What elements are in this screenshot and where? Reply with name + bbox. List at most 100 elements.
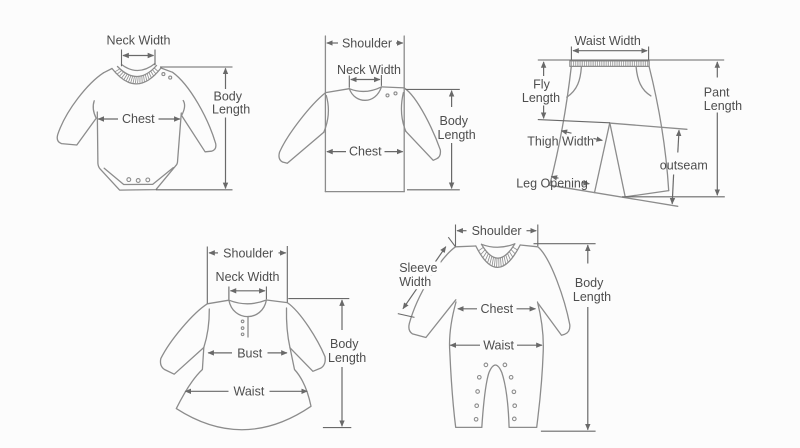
dress-buttons: [240, 319, 245, 337]
romper-sleeve-width-label-backdrop2: [397, 275, 435, 290]
dress-waist-label: Waist: [234, 385, 265, 399]
bodysuit-shoulder-buttons: [161, 72, 173, 80]
sweater-right-sleeve: [403, 87, 442, 161]
shorts-waistband: [569, 60, 650, 68]
romper-right-sleeve: [537, 246, 571, 336]
shorts-outseam-dimension: outseam: [660, 129, 708, 205]
romper-waist-label: Waist: [483, 339, 514, 353]
bodysuit-chest-label: Chest: [122, 112, 155, 126]
bodysuit-outline: [56, 62, 217, 191]
dress-waist-dimension: Waist: [184, 385, 308, 399]
dress-outline: [159, 299, 326, 431]
bodysuit-leg-binding: [103, 166, 174, 186]
romper-chest-label: Chest: [480, 302, 513, 316]
sweater-left-armhole: [323, 94, 330, 133]
bodysuit-left-shoulder: [102, 67, 113, 74]
dress-right-armhole: [285, 307, 291, 349]
bodysuit-neck-width-label: Neck Width: [107, 34, 171, 48]
romper-collar-ribbing: [478, 246, 518, 268]
romper-sleeve-width-label-backdrop: [397, 261, 441, 276]
romper-snaps: [473, 362, 518, 422]
sweater-figure: Shoulder Neck Width Chest Body Length: [278, 35, 476, 193]
bodysuit-right-armhole: [180, 99, 186, 117]
sweater-right-armhole: [400, 91, 407, 132]
dress-body-length-label-line1: Body: [330, 337, 359, 351]
romper-sleeve-width-label-line1: Sleeve: [399, 261, 437, 275]
dress-figure: Shoulder Neck Width Bust Waist Body Leng…: [159, 246, 366, 431]
dress-body-length-label-line2: Length: [328, 351, 366, 365]
bodysuit-left-sleeve: [56, 72, 105, 146]
dress-body-length-dimension: Body Length: [288, 298, 366, 429]
romper-collar-inner: [480, 243, 516, 259]
shorts-crotch-line: [537, 119, 610, 124]
sweater-neck-width-dimension: Neck Width: [337, 63, 401, 88]
bodysuit-right-sleeve: [171, 71, 217, 153]
romper-body: [448, 301, 544, 429]
bodysuit-body: [96, 111, 182, 191]
shorts-right-outseam: [648, 65, 670, 192]
shorts-left-outseam: [549, 65, 572, 186]
bodysuit-collar-inner: [116, 64, 158, 78]
bodysuit-collar-outer: [111, 67, 162, 85]
sweater-chest-dimension: Chest: [326, 144, 404, 158]
shorts-back-leg-line: [610, 122, 688, 130]
dress-shoulder-dimension: Shoulder: [206, 246, 288, 304]
romper-collar-outer: [475, 244, 521, 268]
shorts-right-pocket: [635, 66, 652, 97]
shorts-hem-line: [549, 184, 679, 207]
bodysuit-back-neck: [120, 62, 156, 72]
romper-outline: [408, 243, 571, 429]
dress-bust-label: Bust: [237, 346, 263, 360]
dress-body: [175, 346, 312, 431]
bodysuit-figure: Neck Width Chest Body Length: [56, 34, 250, 191]
dress-back-neck: [228, 299, 268, 305]
dress-right-sleeve: [286, 301, 326, 372]
dress-shoulders: [206, 299, 288, 305]
sweater-left-sleeve: [278, 91, 327, 164]
shorts-left-pocket: [566, 66, 583, 98]
bodysuit-chest-dimension: Chest: [97, 112, 181, 126]
dress-neck-width-dimension: Neck Width: [216, 270, 279, 300]
romper-chest-dimension: Chest: [457, 302, 537, 316]
bodysuit-body-length-label-line2: Length: [212, 103, 250, 117]
romper-figure: Shoulder Sleeve Width Chest Waist: [397, 224, 611, 432]
sweater-shoulder-buttons: [385, 91, 398, 98]
shorts-waist-width-label: Waist Width: [575, 34, 641, 48]
bodysuit-right-shoulder: [160, 67, 174, 73]
romper-waist-dimension: Waist: [449, 339, 543, 353]
sweater-shoulder-dimension: Shoulder: [326, 36, 404, 50]
dress-shoulder-label: Shoulder: [223, 246, 273, 260]
romper-shoulder-dimension: Shoulder: [454, 224, 539, 246]
shorts-thigh-width-dimension: Thigh Width: [527, 129, 603, 149]
romper-body-length-dimension: Body Length: [533, 243, 611, 432]
shorts-fly-length-dimension: Fly Length: [522, 61, 560, 119]
sweater-chest-label: Chest: [349, 144, 382, 158]
shorts-waistband-ribbing: [571, 61, 648, 67]
shorts-pant-length-label-line1: Pant: [704, 85, 730, 99]
sweater-body-sides: [324, 35, 405, 193]
bodysuit-left-armhole: [92, 100, 97, 119]
romper-back-neck: [480, 243, 516, 248]
bodysuit-snaps: [126, 177, 151, 183]
shorts-left-inseam: [593, 122, 611, 194]
romper-shoulder-label: Shoulder: [472, 224, 522, 238]
sweater-body-length-label-line1: Body: [440, 114, 469, 128]
shorts-thigh-width-label: Thigh Width: [527, 135, 594, 149]
romper-sleeve-width-dimension: Sleeve Width: [397, 236, 456, 318]
sweater-front-neck: [348, 86, 383, 101]
sweater-shoulders: [324, 86, 405, 94]
romper-body-length-label-line2: Length: [573, 290, 611, 304]
sweater-body-length-dimension: Body Length: [405, 88, 476, 191]
bodysuit-body-length-label-line1: Body: [214, 89, 243, 103]
bodysuit-body-length-dimension: Body Length: [156, 66, 250, 191]
sweater-neck-width-label: Neck Width: [337, 63, 401, 77]
sweater-outline: [278, 35, 442, 193]
bodysuit-neck-width-dimension: Neck Width: [107, 34, 171, 67]
shorts-leg-opening-label: Leg Opening: [516, 177, 588, 191]
shorts-figure: Waist Width Fly Length Thigh Width Leg O…: [516, 34, 742, 207]
romper-sleeve-width-label-line2: Width: [399, 275, 431, 289]
romper-body-length-label-line1: Body: [575, 276, 604, 290]
shorts-pant-length-label-line2: Length: [704, 99, 742, 113]
